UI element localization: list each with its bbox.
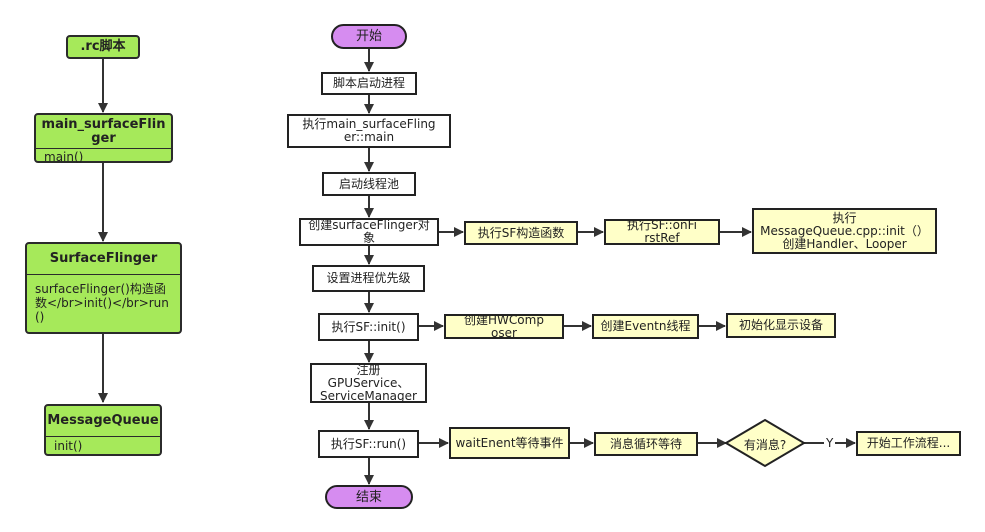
- step-sf-constructor-label: 执行SF构造函数: [477, 225, 565, 240]
- surfaceflinger-title: SurfaceFlinger: [49, 251, 158, 266]
- step-register-line1: 注册: [356, 363, 381, 377]
- step-sf-init[interactable]: 执行SF::init(): [318, 313, 419, 341]
- main-surfaceflinger-title: main_surfaceFlinger: [41, 116, 166, 146]
- step-start-threadpool-label: 启动线程池: [338, 176, 399, 191]
- surfaceflinger-methods: surfaceFlinger()构造函数</br>init()</br>run(…: [27, 274, 180, 331]
- step-create-sf[interactable]: 创建surfaceFlinger对象: [299, 218, 439, 246]
- messagequeue-method: init(): [46, 436, 160, 455]
- step-register-services[interactable]: 注册 GPUService、 ServiceManager: [310, 363, 427, 403]
- step-message-loop[interactable]: 消息循环等待: [594, 432, 698, 456]
- step-register-line3: ServiceManager: [320, 388, 417, 403]
- step-create-event-thread[interactable]: 创建Eventn线程: [592, 314, 699, 339]
- surfaceflinger-class[interactable]: SurfaceFlinger surfaceFlinger()构造函数</br>…: [25, 242, 182, 334]
- end-label: 结束: [355, 489, 382, 505]
- step-start-work[interactable]: 开始工作流程...: [856, 431, 961, 456]
- step-init-display[interactable]: 初始化显示设备: [726, 313, 836, 338]
- step-create-hwcomposer[interactable]: 创建HWComposer: [444, 314, 564, 339]
- decision-yes-label: Y: [824, 436, 836, 450]
- end-node[interactable]: 结束: [325, 485, 413, 509]
- rc-script-node[interactable]: .rc脚本: [66, 35, 140, 59]
- step-mq-init-line1: 执行: [832, 210, 857, 225]
- step-exec-main[interactable]: 执行main_surfaceFlinger::main: [287, 114, 451, 148]
- rc-script-label: .rc脚本: [80, 39, 126, 54]
- step-message-loop-label: 消息循环等待: [609, 436, 682, 451]
- start-label: 开始: [355, 29, 382, 44]
- main-surfaceflinger-class[interactable]: main_surfaceFlinger main(): [34, 113, 173, 165]
- step-create-hwcomposer-label: 创建HWComposer: [464, 314, 544, 339]
- decision-label: 有消息?: [743, 438, 787, 452]
- step-register-line2: GPUService、: [327, 375, 410, 390]
- step-init-display-label: 初始化显示设备: [738, 318, 823, 332]
- step-sf-init-label: 执行SF::init(): [331, 319, 406, 334]
- step-create-sf-label: 创建surfaceFlinger对象: [308, 218, 430, 245]
- main-surfaceflinger-method: main(): [36, 148, 171, 165]
- step-set-priority[interactable]: 设置进程优先级: [312, 265, 425, 292]
- decision-diamond: [724, 418, 806, 468]
- step-wait-event[interactable]: waitEnent等待事件: [449, 427, 570, 459]
- step-mq-init-line2: MessageQueue.cpp::init（）: [760, 223, 929, 238]
- step-set-priority-label: 设置进程优先级: [326, 271, 411, 285]
- step-start-work-label: 开始工作流程...: [866, 436, 951, 450]
- step-wait-event-label: waitEnent等待事件: [455, 435, 564, 450]
- step-messagequeue-init[interactable]: 执行 MessageQueue.cpp::init（） 创建Handler、Lo…: [752, 208, 937, 254]
- step-start-threadpool[interactable]: 启动线程池: [322, 172, 416, 196]
- start-node[interactable]: 开始: [331, 24, 407, 49]
- step-onfirstref[interactable]: 执行SF::onFirstRef: [604, 219, 720, 245]
- step-exec-main-label: 执行main_surfaceFlinger::main: [302, 117, 436, 144]
- step-launch-process-label: 脚本启动进程: [332, 76, 405, 90]
- messagequeue-class[interactable]: MessageQueue init(): [44, 404, 162, 456]
- step-launch-process[interactable]: 脚本启动进程: [321, 72, 417, 95]
- step-sf-run[interactable]: 执行SF::run(): [318, 430, 419, 458]
- step-onfirstref-label: 执行SF::onFirstRef: [627, 219, 697, 245]
- messagequeue-title: MessageQueue: [47, 413, 159, 428]
- step-mq-init-line3: 创建Handler、Looper: [782, 236, 907, 251]
- step-create-event-thread-label: 创建Eventn线程: [600, 319, 691, 333]
- step-sf-constructor[interactable]: 执行SF构造函数: [464, 221, 578, 245]
- step-sf-run-label: 执行SF::run(): [330, 436, 407, 451]
